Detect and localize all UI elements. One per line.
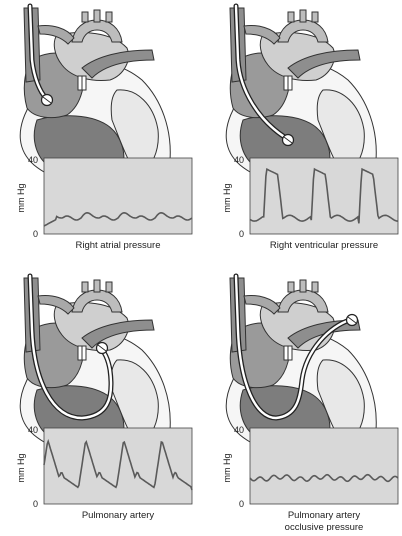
panel-caption: Right ventricular pressure: [270, 240, 378, 251]
pressure-chart: 40 0 mm Hg: [222, 155, 399, 239]
panel-pulmonary-artery: 40 0 mm Hg Pulmonary artery: [16, 273, 193, 521]
catheter-balloon-icon: [281, 133, 295, 147]
y-max-label: 40: [234, 155, 244, 165]
y-axis-unit-label: mm Hg: [16, 454, 26, 483]
y-min-label: 0: [33, 229, 38, 239]
y-max-label: 40: [234, 425, 244, 435]
pressure-waveform: [43, 438, 193, 491]
chart-area: [43, 157, 193, 235]
heart-illustration: [225, 3, 377, 191]
panel-right-atrial: 40 0 mm Hg Right atrial pressure: [16, 3, 193, 251]
y-min-label: 0: [239, 499, 244, 509]
catheter-balloon-icon: [95, 341, 109, 355]
panel-caption: occlusive pressure: [285, 522, 364, 531]
y-min-label: 0: [239, 229, 244, 239]
heart-illustration: [19, 3, 171, 191]
catheter: [233, 273, 359, 421]
catheter-balloon-icon: [40, 93, 54, 107]
y-axis-unit-label: mm Hg: [222, 454, 232, 483]
chart-area: [249, 157, 399, 235]
pressure-waveform: [249, 473, 399, 483]
y-max-label: 40: [28, 155, 38, 165]
catheter: [27, 3, 54, 107]
catheter: [233, 3, 295, 147]
pressure-chart: 40 0 mm Hg: [16, 425, 193, 509]
chart-area: [43, 427, 193, 505]
y-max-label: 40: [28, 425, 38, 435]
panel-caption: Pulmonary artery: [288, 510, 361, 521]
panel-caption: Pulmonary artery: [82, 510, 155, 521]
y-axis-unit-label: mm Hg: [222, 184, 232, 213]
chart-area: [249, 427, 399, 505]
catheter-balloon-icon: [345, 313, 359, 327]
panel-right-ventricular: 40 0 mm Hg Right ventricular pressure: [222, 3, 399, 251]
pressure-chart: 40 0 mm Hg: [16, 155, 193, 239]
y-min-label: 0: [33, 499, 38, 509]
pressure-chart: 40 0 mm Hg: [222, 425, 399, 509]
pressure-waveform: [43, 211, 193, 227]
panel-caption: Right atrial pressure: [75, 240, 160, 251]
pressure-waveform: [249, 167, 398, 224]
catheter: [27, 273, 114, 421]
heart-illustration: [19, 273, 171, 461]
heart-illustration: [225, 273, 377, 461]
y-axis-unit-label: mm Hg: [16, 184, 26, 213]
